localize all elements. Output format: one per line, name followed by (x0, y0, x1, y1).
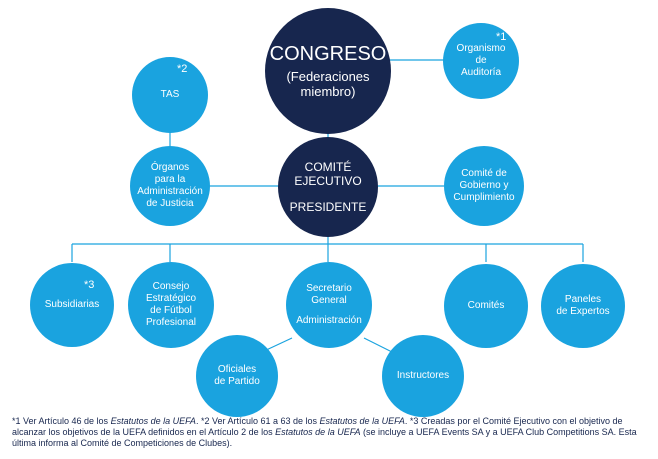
node-instructores: Instructores (382, 335, 464, 417)
node-tas: TAS (132, 57, 208, 133)
congreso-subtitle: (Federaciones miembro) (286, 69, 370, 99)
footnote: *1 Ver Artículo 46 de los Estatutos de l… (12, 416, 648, 449)
node-congreso: CONGRESO (Federaciones miembro) (265, 8, 391, 134)
node-secretario: Secretario General Administración (286, 262, 372, 348)
instructores-label: Instructores (396, 370, 450, 381)
footnote-text-4: (se incluye a UEFA Events SA y a UEFA Cl… (12, 427, 637, 448)
footnote-text-2: . *2 Ver Artículo 61 a 63 de los (195, 416, 320, 426)
paneles-label: Paneles de Expertos (556, 294, 610, 317)
node-comites: Comités (444, 264, 528, 348)
oficiales-label: Oficiales de Partido (214, 364, 260, 387)
congreso-title: CONGRESO (269, 43, 387, 65)
subsidiarias-note: *3 (84, 279, 95, 291)
node-paneles: Paneles de Expertos (541, 264, 625, 348)
footnote-text-3: . *3 Creadas por el Comité Ejecutivo con… (12, 416, 623, 437)
node-oficiales: Oficiales de Partido (196, 335, 278, 417)
subsidiarias-label: Subsidiarias (44, 299, 100, 310)
consejo-label: Consejo Estratégico de Fútbol Profesiona… (145, 281, 197, 328)
tas-label: TAS (160, 89, 180, 100)
footnote-statutes-1: Estatutos de la UEFA (110, 416, 196, 426)
secretario-label: Secretario General (306, 283, 352, 306)
auditoria-note: *1 (496, 31, 507, 43)
connector-secretario-instructores (363, 337, 393, 353)
comites-label: Comités (467, 300, 505, 311)
node-gobierno: Comité de Gobierno y Cumplimiento (444, 146, 524, 226)
justicia-label: Órganos para la Administración de Justic… (137, 162, 203, 209)
footnote-text-1: *1 Ver Artículo 46 de los (12, 416, 111, 426)
tas-note: *2 (177, 63, 188, 75)
gobierno-label: Comité de Gobierno y Cumplimiento (453, 168, 515, 203)
node-justicia: Órganos para la Administración de Justic… (130, 146, 210, 226)
node-comite-ejecutivo: COMITÉ EJECUTIVO PRESIDENTE (278, 137, 378, 237)
auditoria-label: Organismo de Auditoría (456, 43, 506, 78)
ejecutivo-subtitle: PRESIDENTE (289, 200, 367, 214)
node-consejo: Consejo Estratégico de Fútbol Profesiona… (128, 262, 214, 348)
footnote-statutes-2: Estatutos de la UEFA (319, 416, 405, 426)
node-auditoria: Organismo de Auditoría (443, 23, 519, 99)
secretario-label2: Administración (296, 315, 362, 326)
footnote-statutes-3: Estatutos de la UEFA (275, 427, 361, 437)
node-subsidiarias: Subsidiarias (30, 263, 114, 347)
ejecutivo-title: COMITÉ EJECUTIVO (294, 160, 362, 188)
